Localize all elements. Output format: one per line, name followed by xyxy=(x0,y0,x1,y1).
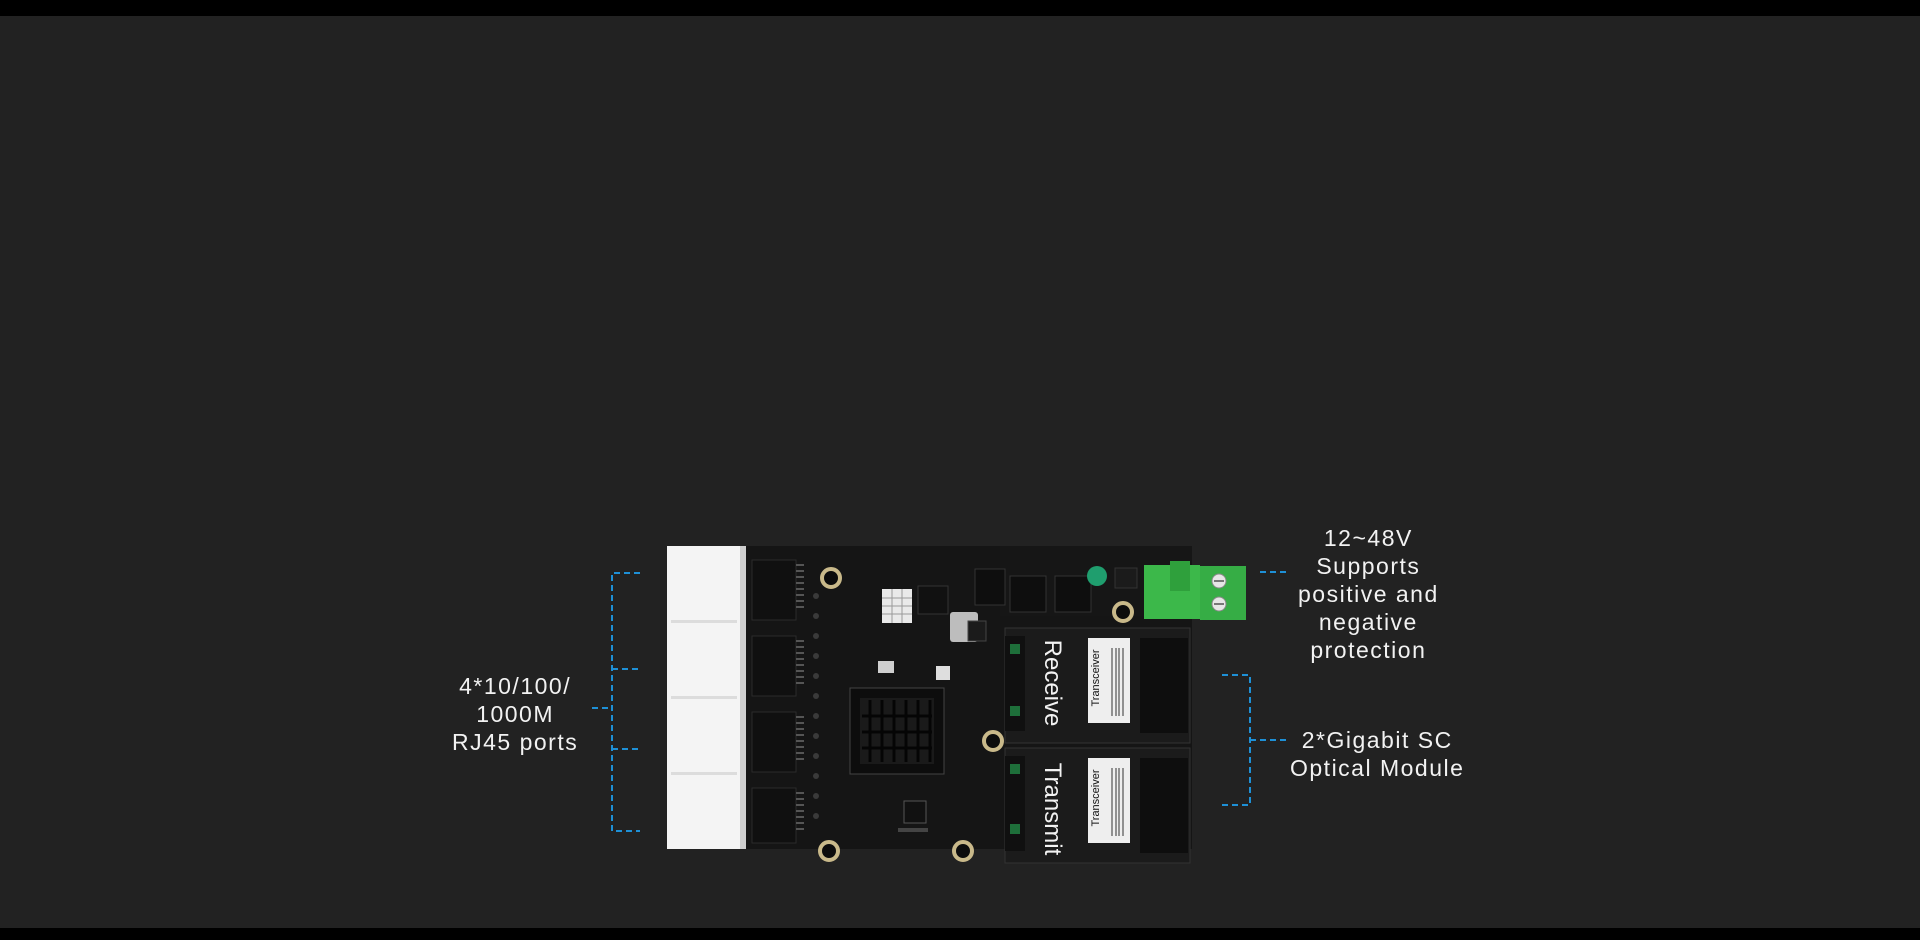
receive-label: Receive xyxy=(1039,640,1066,727)
optical-line-1: 2*Gigabit SC xyxy=(1301,727,1453,753)
power-terminal xyxy=(1144,561,1246,620)
transceiver-barcodes xyxy=(1111,648,1124,836)
magnetics-column xyxy=(751,559,819,844)
optical-module-transmit xyxy=(1004,747,1191,864)
product-diagram: Transceiver Transceiver Receive Transmit… xyxy=(0,16,1920,928)
power-annotation: 12~48V Supports positive and negative pr… xyxy=(1298,524,1439,664)
mounting-holes xyxy=(818,567,1134,862)
transmit-label: Transmit xyxy=(1039,763,1066,856)
rj45-bracket xyxy=(592,572,640,832)
rj45-line-2: 1000M xyxy=(476,701,555,727)
top-components xyxy=(878,566,1138,680)
transceiver-label-transmit: Transceiver xyxy=(1090,769,1102,826)
rj45-housing xyxy=(667,546,746,849)
transceiver-label-receive: Transceiver xyxy=(1090,649,1102,706)
optical-line-2: Optical Module xyxy=(1290,755,1465,781)
rj45-ports-annotation: 4*10/100/ 1000M RJ45 ports xyxy=(452,672,578,756)
power-line-4: negative xyxy=(1318,609,1418,635)
optical-module-annotation: 2*Gigabit SC Optical Module xyxy=(1290,726,1464,782)
power-line-1: 12~48V xyxy=(1323,525,1413,551)
rj45-line-3: RJ45 ports xyxy=(452,729,579,755)
rj45-line-1: 4*10/100/ xyxy=(459,673,572,699)
power-line-3: positive and xyxy=(1298,581,1439,607)
optical-bracket xyxy=(1222,674,1290,806)
board-illustration: Transceiver Transceiver Receive Transmit xyxy=(592,546,1290,864)
optical-module-receive xyxy=(1004,627,1191,744)
power-line-5: protection xyxy=(1310,637,1427,663)
main-chip-heatsink xyxy=(849,687,945,832)
power-line-2: Supports xyxy=(1316,553,1421,579)
